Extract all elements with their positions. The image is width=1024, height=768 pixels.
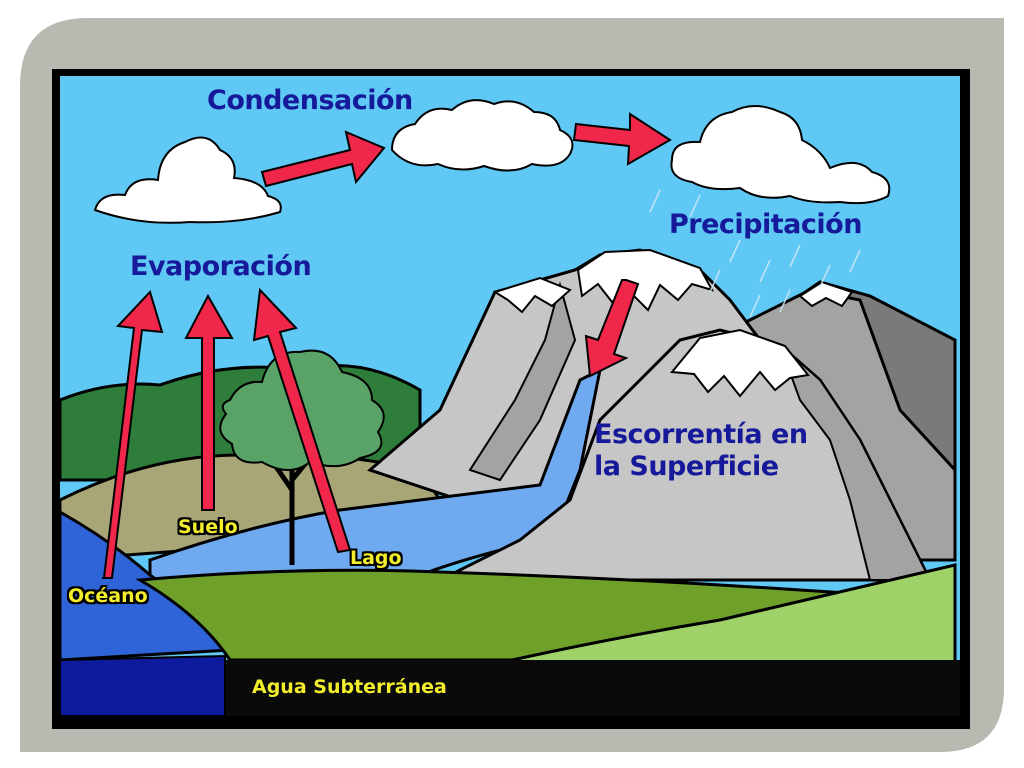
lake (148, 367, 603, 582)
cloud-right (670, 105, 891, 205)
deep-water (59, 654, 226, 717)
arrow-condensation-2 (572, 112, 672, 166)
label-evaporation: Evaporación (130, 251, 312, 282)
arrow-runoff (584, 279, 640, 378)
cloud-middle (390, 99, 574, 172)
label-soil: Suelo (178, 516, 238, 538)
label-groundwater: Agua Subterránea (252, 676, 447, 698)
snowcap-left-peak (492, 276, 572, 314)
label-precipitation: Precipitación (669, 209, 862, 240)
rain (649, 189, 861, 318)
arrow-evaporation-soil (184, 293, 234, 511)
arrows (102, 112, 672, 579)
snowcap-front-peak (670, 328, 810, 398)
arrow-evaporation-ocean (102, 290, 164, 579)
label-lake: Lago (350, 547, 402, 569)
grass-field-light (489, 563, 957, 667)
arrow-evaporation-lake (252, 287, 352, 554)
label-runoff-line2: la Superficie (594, 451, 779, 482)
label-ocean: Océano (68, 585, 148, 607)
cloud-left (93, 136, 282, 224)
snowcap-center-peak (576, 248, 715, 312)
label-runoff-line1: Escorrentía en (594, 419, 808, 450)
mountain-center-shadow (468, 281, 577, 482)
arrow-condensation-1 (260, 130, 386, 188)
picture (52, 69, 970, 729)
label-condensation: Condensación (207, 85, 413, 116)
